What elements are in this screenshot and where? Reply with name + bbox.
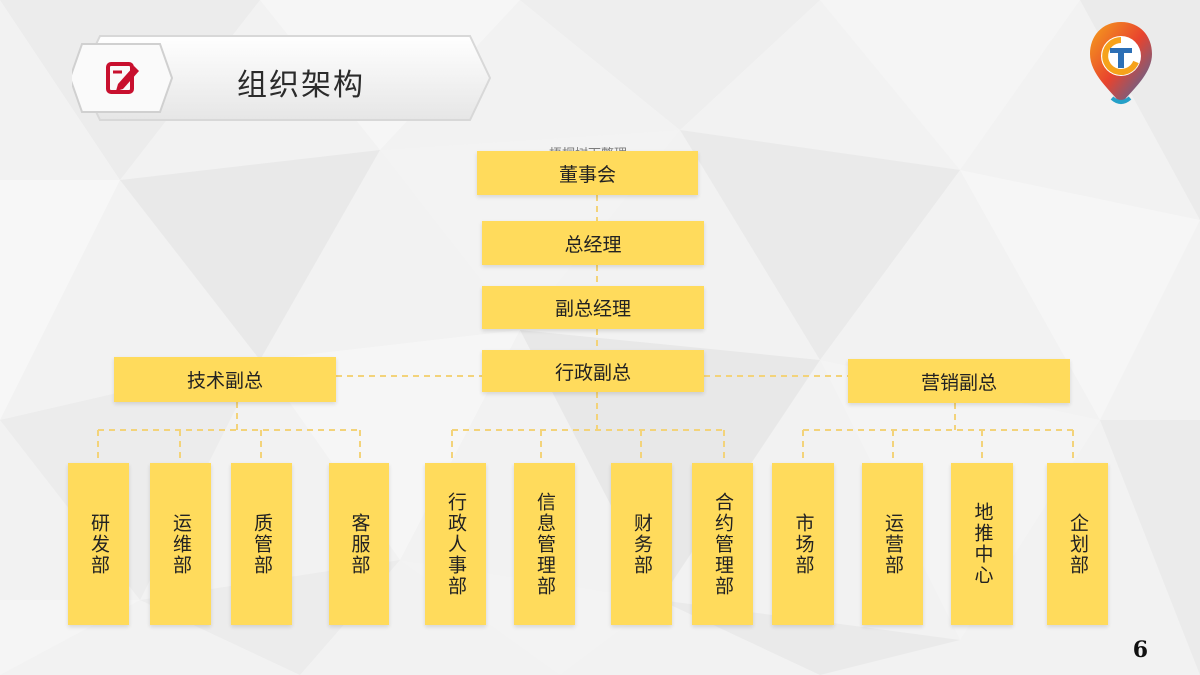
department-label: 地推中心 (971, 502, 994, 586)
department-box: 客服部 (329, 463, 389, 625)
gm-label: 总经理 (564, 233, 622, 256)
department-box: 研发部 (68, 463, 129, 625)
department-box: 信息管理部 (514, 463, 575, 625)
department-box: 地推中心 (951, 463, 1013, 625)
deputy-gm-box: 副总经理 (482, 286, 704, 329)
board-label: 董事会 (558, 163, 616, 186)
department-label: 质管部 (251, 512, 273, 576)
department-label: 财务部 (631, 512, 653, 576)
deputy-gm-label: 副总经理 (554, 298, 631, 320)
department-label: 信息管理部 (534, 491, 556, 597)
department-box: 行政人事部 (425, 463, 486, 625)
department-label: 客服部 (348, 512, 371, 576)
edit-icon (94, 50, 150, 106)
department-box: 市场部 (772, 463, 834, 625)
admin-vp-label: 行政副总 (554, 361, 631, 384)
page-title: 组织架构 (237, 68, 365, 103)
tech-vp-box: 技术副总 (114, 357, 336, 402)
tech-vp-label: 技术副总 (186, 370, 263, 392)
page-number: 6 (1132, 637, 1148, 663)
marketing-vp-box: 营销副总 (848, 359, 1070, 403)
department-box: 财务部 (611, 463, 672, 625)
department-label: 企划部 (1067, 512, 1089, 576)
department-box: 运维部 (150, 463, 211, 625)
department-label: 行政人事部 (445, 491, 467, 597)
department-label: 运维部 (170, 512, 192, 576)
marketing-vp-label: 营销副总 (920, 371, 997, 394)
ct-logo-icon (1084, 18, 1158, 108)
department-label: 市场部 (792, 512, 815, 576)
admin-vp-box: 行政副总 (482, 350, 704, 392)
department-box: 企划部 (1047, 463, 1108, 625)
department-label: 运营部 (882, 512, 904, 576)
department-box: 合约管理部 (692, 463, 753, 625)
title-banner: 组织架构 (72, 30, 492, 126)
department-box: 运营部 (862, 463, 923, 625)
board-box: 董事会 (477, 151, 698, 195)
department-label: 合约管理部 (712, 491, 734, 597)
gm-box: 总经理 (482, 221, 704, 265)
department-label: 研发部 (88, 512, 110, 576)
department-box: 质管部 (231, 463, 292, 625)
